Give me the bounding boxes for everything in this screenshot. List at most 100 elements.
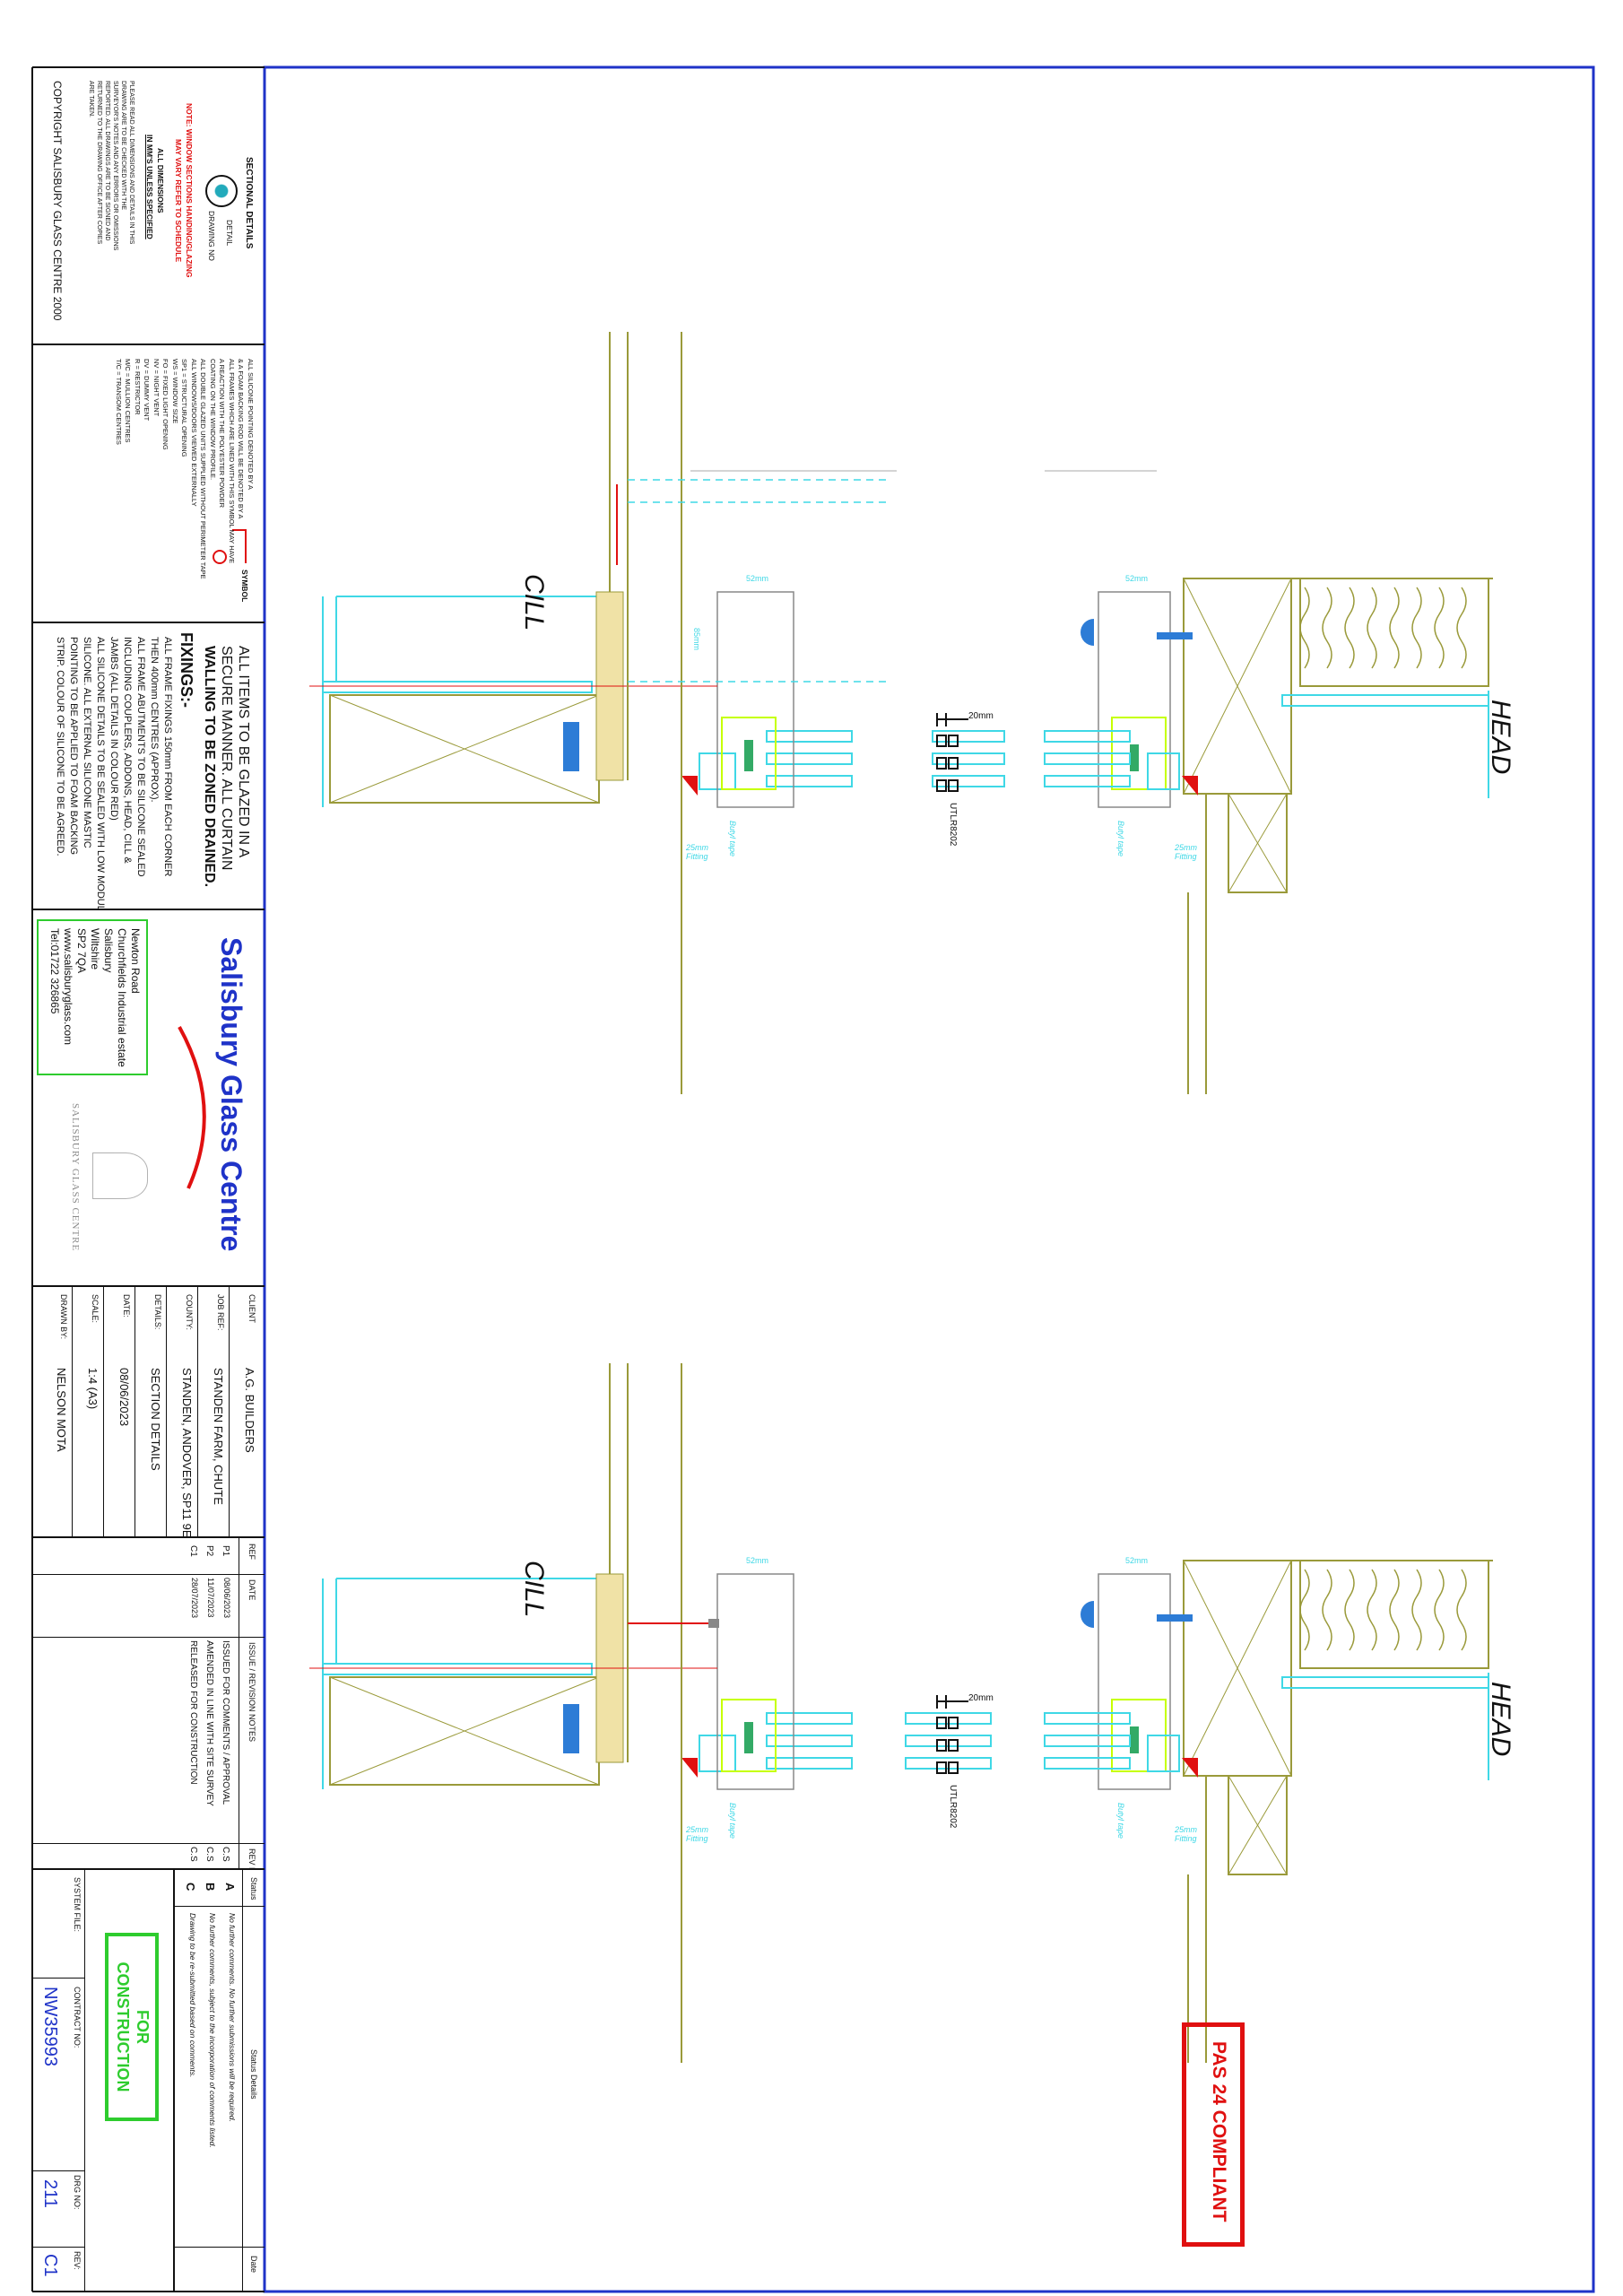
status-divider [173, 1870, 175, 2292]
fitting-label-cill-lower: 25mm Fitting [686, 1825, 709, 1843]
status-text: Drawing to be re-submitted based on comm… [188, 1913, 197, 2078]
product-code-upper: UTLR8202 [948, 803, 958, 847]
job-divider [197, 1287, 198, 1538]
rev-by: C.S [204, 1847, 214, 1862]
verify-note-2: DRAWING ARE TO BE CHECKED WITH THE [120, 81, 126, 211]
dim-52-head-upper: 52mm [1125, 574, 1149, 583]
rev-note: RELEASED FOR CONSTRUCTION [188, 1640, 198, 1785]
dims-note-2: IN MM'S UNLESS SPECIFIED [145, 135, 154, 239]
address-line: SP2 7QA [75, 928, 88, 974]
fixings-note: ALL FRAME ABUTMENTS TO BE SILICONE SEALE… [135, 637, 146, 877]
symbol-note: COATING ON THE WINDOW PROFILE. [209, 359, 217, 481]
verify-note-1: PLEASE READ ALL DIMENSIONS AND DETAILS I… [128, 81, 135, 245]
sectional-cell: SECTIONAL DETAILS DETAIL DRAWING NO NOTE… [31, 67, 265, 345]
symbol-note: WS = WINDOW SIZE [171, 359, 179, 424]
dim-52-cill-upper: 52mm [746, 574, 769, 583]
rev-label: REV: [73, 2251, 82, 2270]
status-header: Status Details [249, 2049, 258, 2100]
job-label: CLIENT [247, 1294, 256, 1324]
fixings-note: SILICONE. ALL EXTERNAL SILICONE MASTIC [82, 637, 92, 848]
dim-20-lower: 20mm [968, 1693, 994, 1703]
rev-by: C.S [221, 1847, 230, 1862]
seal-logo-icon [92, 1152, 148, 1199]
company-seal-logo: SALISBURY GLASS CENTRE [49, 1099, 157, 1251]
job-label: DETAILS: [153, 1294, 162, 1330]
drawing-no-label: DRAWING NO [207, 211, 216, 261]
job-divider [103, 1287, 104, 1538]
contract-value: NW35993 [40, 1987, 60, 2066]
status-col-divider [175, 2247, 265, 2248]
status-text: No further comments. No further submissi… [228, 1913, 237, 2122]
butyl-label-cill-lower: Butyl tape [728, 1803, 737, 1839]
symbol-note: R = RESTRICTOR [134, 359, 142, 415]
rev-header: ISSUE / REVISION NOTES [247, 1642, 256, 1743]
status-bottom-col [31, 2170, 85, 2171]
rev-col-divider [31, 1843, 265, 1844]
address-line: Tel:01722 326865 [48, 928, 61, 1014]
rev-col-divider [31, 1637, 265, 1638]
rev-value: C1 [40, 2254, 60, 2277]
section-detail-upper [309, 332, 1493, 1094]
symbol-note: ALL SILICONE POINTING DENOTED BY A [247, 359, 255, 490]
status-text: No further comments, subject to the inco… [208, 1913, 217, 2148]
rev-note: ISSUED FOR COMMENTS / APPROVAL [221, 1640, 230, 1805]
butyl-label-upper: Butyl tape [1116, 821, 1125, 857]
fixings-note: JAMBS (ALL DETAILS IN COLOUR RED) [108, 637, 119, 821]
glazing-note-2: SECURE MANNER. ALL CURTAIN [219, 646, 234, 871]
verify-note-4: REPORTED. ALL DRAWINGS ARE TO BE SIGNED … [104, 81, 110, 241]
fixings-title: FIXINGS:- [178, 632, 195, 708]
fixings-note: POINTING TO BE APPLIED TO FOAM BACKING [68, 637, 79, 856]
symbol-label: SYMBOL [240, 570, 249, 603]
symbol-note: NV = NIGHT VENT [152, 359, 161, 417]
red-note-2: MAY VARY REFER TO SCHEDULE [174, 139, 183, 263]
red-note-1: NOTE: WINDOW SECTIONS HANDING/GLAZING [185, 103, 194, 278]
rev-note: AMENDED IN LINE WITH SITE SURVEY [204, 1640, 214, 1806]
job-label: SCALE: [91, 1294, 100, 1324]
rev-date: 11/07/2023 [206, 1578, 215, 1618]
rev-by: C.S [188, 1847, 198, 1862]
for-construction-stamp: FOR CONSTRUCTION [105, 1933, 159, 2121]
dim-85-cill-upper: 85mm [692, 628, 701, 651]
pas24-text: PAS 24 COMPLIANT [1209, 2041, 1229, 2222]
rev-date: 08/06/2023 [222, 1578, 231, 1619]
section-detail-lower [309, 1363, 1493, 2063]
status-code: A [223, 1883, 237, 1892]
fixings-note: STRIP. COLOUR OF SILICONE TO BE AGREED. [55, 637, 65, 857]
status-bottom-col [31, 2247, 85, 2248]
status-header: Date [249, 2256, 258, 2274]
rev-header: REV BY [247, 1848, 256, 1870]
drg-value: 211 [40, 2179, 60, 2208]
rev-ref: C1 [188, 1545, 198, 1557]
head-label-upper: HEAD [1486, 700, 1515, 775]
address-line: www.salisburyglass.com [62, 928, 74, 1046]
seal-text: SALISBURY GLASS CENTRE [70, 1103, 81, 1252]
product-code-lower: UTLR8202 [948, 1785, 958, 1829]
job-label: DATE: [122, 1294, 131, 1318]
dim-52-cill-lower: 52mm [746, 1556, 769, 1565]
status-header: Status [249, 1877, 258, 1900]
butyl-label-cill-upper: Butyl tape [728, 821, 737, 857]
job-label: COUNTY: [185, 1294, 194, 1331]
symbol-note: M/C = MULLION CENTRES [124, 359, 133, 443]
status-header-divider [242, 1870, 243, 2292]
job-divider [166, 1287, 167, 1538]
company-name: Salisbury Glass Centre [215, 937, 247, 1252]
status-col-divider [175, 1906, 265, 1907]
verify-note-6: ARE TAKEN. [88, 81, 94, 117]
symbol-note: & A FOAM BACKING ROD WILL BE DENOTED BY … [237, 359, 246, 519]
sectional-title: SECTIONAL DETAILS [244, 157, 254, 249]
address-line: Newton Road [129, 928, 142, 994]
rev-ref: P2 [204, 1545, 214, 1557]
fixings-note: ALL FRAME FIXINGS 150mm FROM EACH CORNER [162, 637, 173, 877]
fitting-label-cill-upper: 25mm Fitting [686, 843, 709, 861]
symbol-note: ALL WINDOWS/DOORS VIEWED EXTERNALLY [190, 359, 198, 507]
fitting-label-head-lower: 25mm Fitting [1175, 1825, 1198, 1843]
dim-52-head-lower: 52mm [1125, 1556, 1149, 1565]
fixings-note: ALL SILICONE DETAILS TO BE SEALED WITH L… [95, 637, 106, 910]
address-line: Wiltshire [89, 928, 101, 970]
detail-label: DETAIL [225, 220, 234, 247]
contract-label: CONTRACT NO: [73, 1987, 82, 2048]
